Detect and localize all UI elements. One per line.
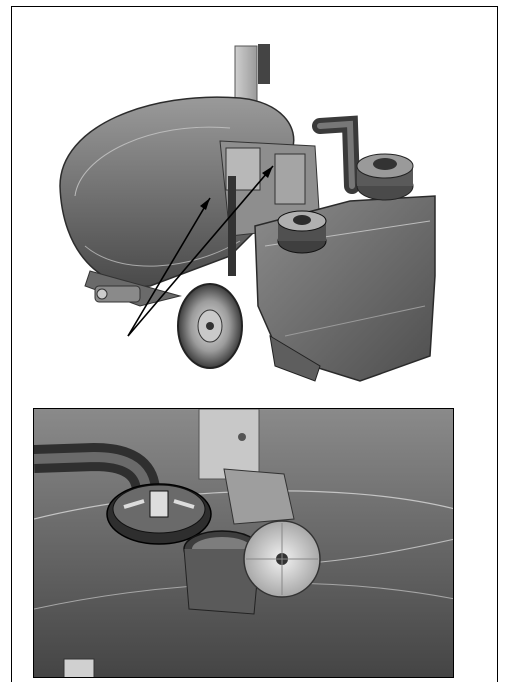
rear-wheel bbox=[177, 283, 243, 369]
filter-disc bbox=[243, 520, 321, 598]
handle-pole-detail bbox=[198, 409, 295, 525]
page-frame bbox=[11, 6, 498, 682]
tank-cap-rear bbox=[356, 153, 414, 201]
annotation-arrows bbox=[127, 165, 274, 337]
hose-detail bbox=[34, 442, 160, 492]
drain-hose bbox=[312, 115, 360, 194]
removed-tank-cap bbox=[106, 483, 212, 545]
machine-overview-figure bbox=[30, 36, 470, 388]
front-clamp bbox=[94, 285, 141, 303]
tank-corner-part bbox=[63, 658, 95, 677]
tank-detail-figure bbox=[33, 408, 454, 678]
tank-cap-front bbox=[277, 210, 327, 254]
